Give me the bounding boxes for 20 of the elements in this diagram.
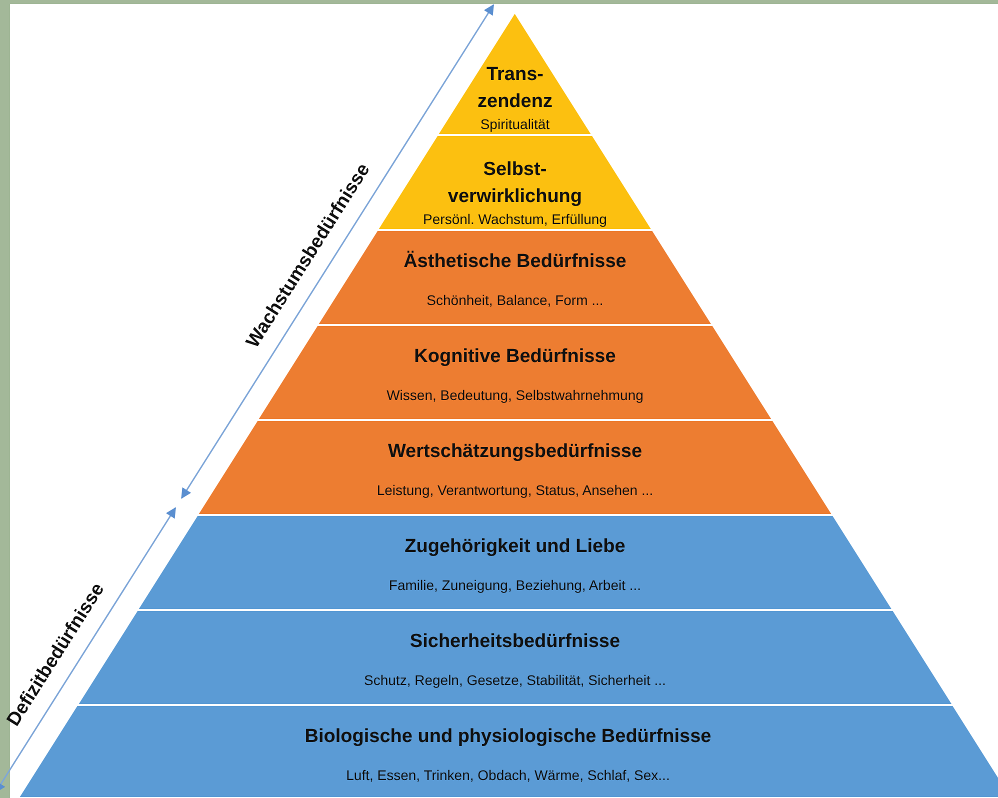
pyramid-level	[437, 12, 593, 135]
level-examples: Schönheit, Balance, Form ...	[426, 291, 604, 309]
level-examples: Luft, Essen, Trinken, Obdach, Wärme, Schlaf, Sex...	[346, 766, 670, 784]
level-title: Zugehörigkeit und Liebe	[404, 535, 626, 559]
level-title: Sicherheitsbedürfnisse	[410, 630, 620, 654]
level-examples: Persönl. Wachstum, Erfüllung	[423, 210, 607, 228]
pyramid-level	[196, 420, 834, 515]
level-examples: Wissen, Bedeutung, Selbstwahrnehmung	[386, 386, 644, 404]
pyramid-level	[377, 135, 653, 230]
level-examples: Spiritualität	[480, 115, 550, 133]
pyramid-level	[136, 515, 894, 610]
level-title: Wertschätzungsbedürfnisse	[388, 440, 642, 464]
level-title: Kognitive Bedürfnisse	[414, 345, 616, 369]
level-examples: Familie, Zuneigung, Beziehung, Arbeit ...	[388, 576, 642, 594]
level-title: Biologische und physiologische Bedürfnisse	[304, 725, 712, 749]
level-title: Ästhetische Bedürfnisse	[404, 250, 626, 274]
level-examples: Schutz, Regeln, Gesetze, Stabilität, Sicherheit ...	[364, 671, 666, 689]
level-title: Trans- zendenz	[476, 63, 554, 114]
level-title: Selbst- verwirklichung	[446, 158, 584, 209]
level-examples: Leistung, Verantwortung, Status, Ansehen ...	[376, 481, 654, 499]
